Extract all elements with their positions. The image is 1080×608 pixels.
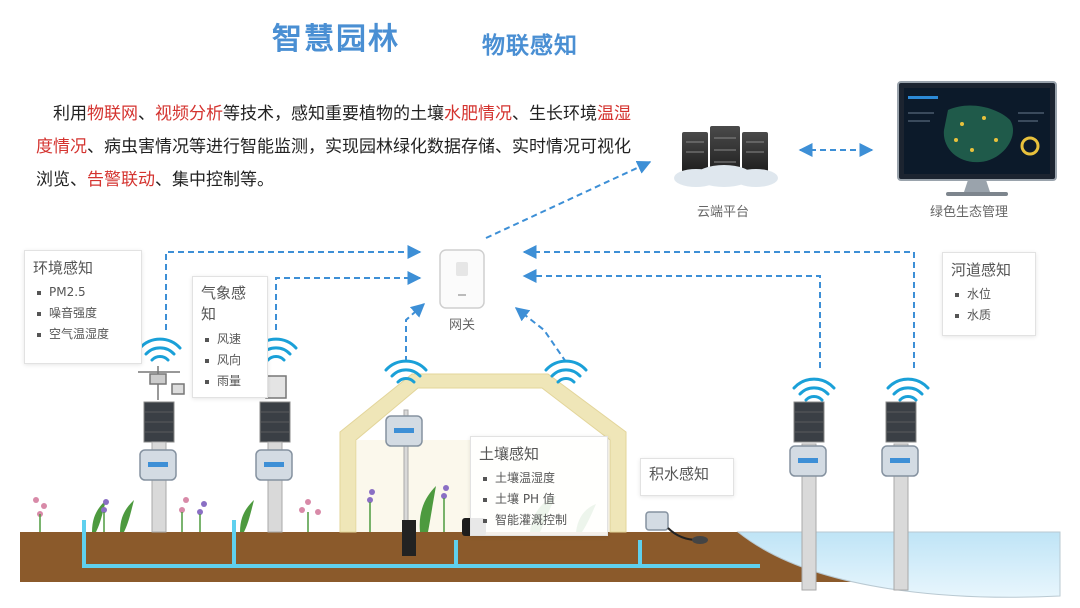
intro-highlight: 温湿度情况 [36, 104, 631, 157]
river-panel: 河道感知 水位 水质 [942, 252, 1036, 336]
intro-paragraph: 利用物联网、视频分析等技术，感知重要植物的土壤水肥情况、生长环境温湿度情况、病虫… [36, 98, 636, 197]
river-panel-title: 河道感知 [951, 261, 1012, 279]
monitor-icon [897, 81, 1057, 196]
environment-panel-title: 环境感知 [33, 259, 94, 277]
page-subtitle: 物联感知 [482, 33, 578, 59]
waterlog-panel-title: 积水感知 [649, 465, 710, 483]
intro-highlight: 物联网 [87, 104, 138, 124]
weather-panel: 气象感知 风速 风向 雨量 [192, 276, 268, 398]
page-title: 智慧园林 [272, 22, 400, 57]
intro-text: 利用 [53, 104, 87, 124]
soil-item: 土壤温湿度 [483, 468, 599, 489]
weather-item: 风向 [205, 350, 259, 371]
cloud-platform-label: 云端平台 [697, 205, 750, 220]
river-item: 水位 [955, 284, 1027, 305]
weather-panel-title: 气象感知 [201, 284, 247, 323]
eco-management-label: 绿色生态管理 [930, 205, 1009, 220]
gateway-label: 网关 [449, 318, 476, 333]
soil-item: 土壤 PH 值 [483, 489, 599, 510]
cloud-platform [674, 126, 778, 187]
environment-item: PM2.5 [37, 282, 133, 303]
intro-text: 、病虫害情况等进行智能监测，实现园林绿化数据存储、实时情况可视化浏览、 [36, 137, 631, 190]
environment-item: 空气温湿度 [37, 324, 133, 345]
gateway-icon [439, 249, 485, 309]
irrigation-pipe [82, 520, 760, 568]
intro-text: 、 [138, 104, 155, 124]
data-flow-arrows [165, 143, 915, 368]
intro-highlight: 告警联动 [87, 170, 155, 190]
river-item: 水质 [955, 305, 1027, 326]
soil-item: 智能灌溉控制 [483, 510, 599, 531]
flower-icon [33, 485, 449, 532]
environment-panel: 环境感知 PM2.5 噪音强度 空气温湿度 [24, 250, 142, 364]
weather-item: 风速 [205, 329, 259, 350]
waterlog-panel: 积水感知 [640, 458, 734, 496]
intro-text: 等技术，感知重要植物的土壤 [223, 104, 444, 124]
intro-highlight: 视频分析 [155, 104, 223, 124]
cloud-icon [674, 165, 778, 187]
intro-text: 、生长环境 [512, 104, 597, 124]
soil-panel-title: 土壤感知 [479, 445, 540, 463]
server-icon [682, 126, 768, 176]
intro-text: 、集中控制等。 [155, 170, 274, 190]
environment-item: 噪音强度 [37, 303, 133, 324]
intro-highlight: 水肥情况 [444, 104, 512, 124]
soil-panel: 土壤感知 土壤温湿度 土壤 PH 值 智能灌溉控制 [470, 436, 608, 536]
weather-item: 雨量 [205, 371, 259, 392]
